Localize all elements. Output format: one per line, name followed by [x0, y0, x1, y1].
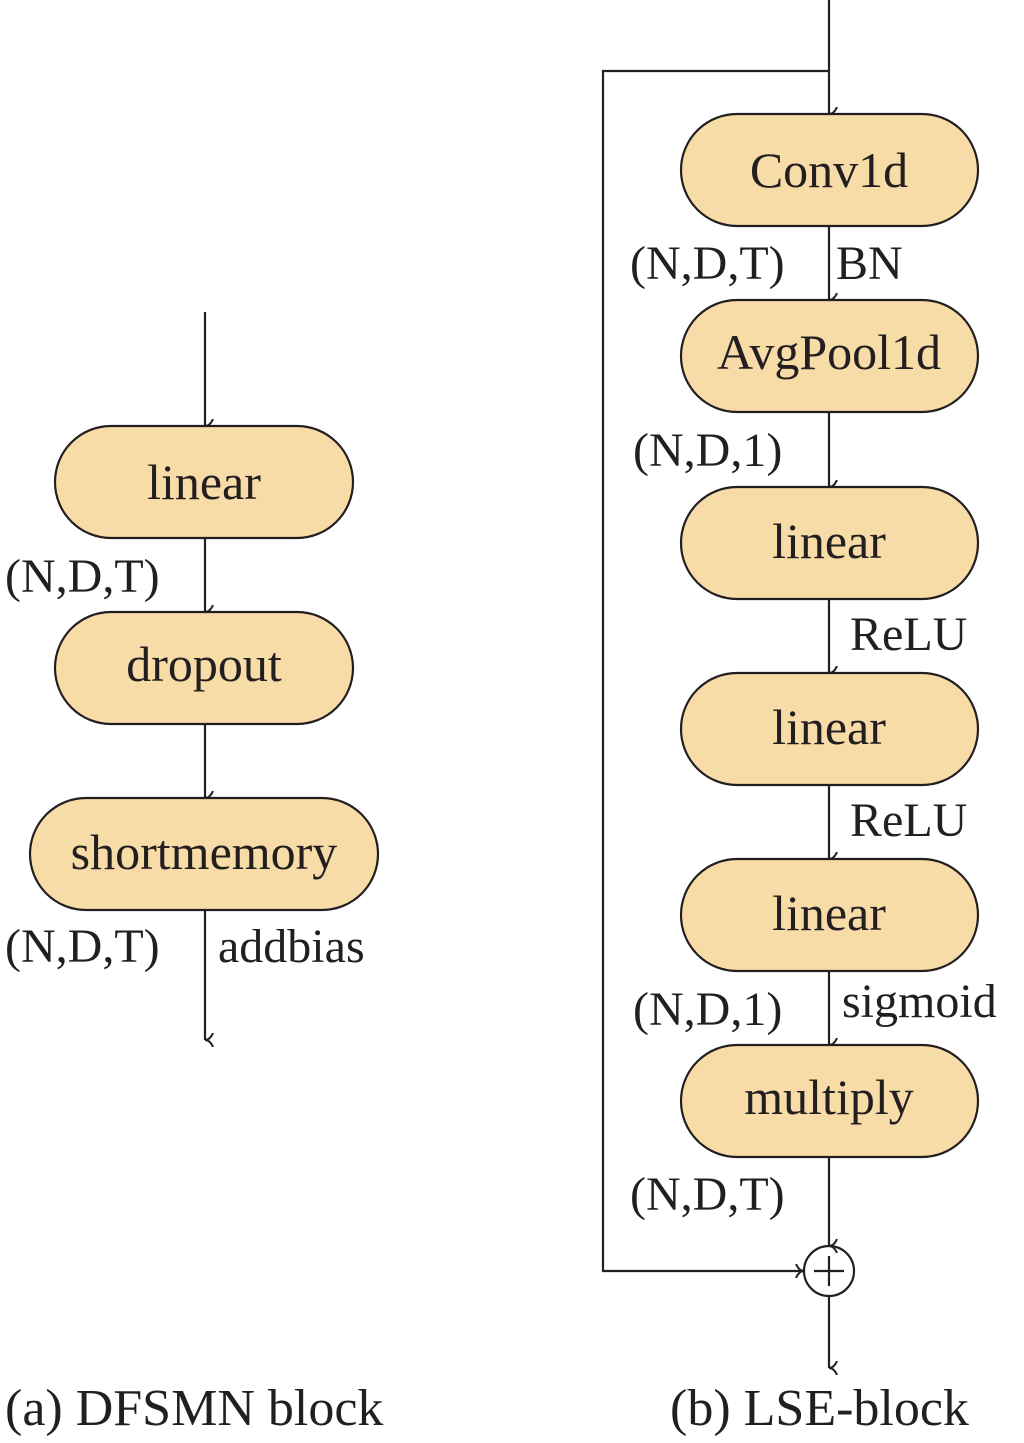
op-label-addbias: addbias	[218, 920, 365, 973]
caption-b: (b) LSE-block	[670, 1380, 969, 1437]
op-label-bn: BN	[836, 237, 903, 290]
shape-label-ndt-b1: (N,D,T)	[630, 237, 785, 290]
op-label-sigmoid: sigmoid	[842, 975, 997, 1028]
shape-label-nd1-b2: (N,D,1)	[633, 983, 782, 1036]
node-shortmemory-label: shortmemory	[71, 824, 338, 880]
node-dropout-label: dropout	[126, 636, 282, 692]
shape-label-ndt-b2: (N,D,T)	[630, 1168, 785, 1221]
node-linear-a-label: linear	[147, 454, 261, 510]
node-multiply-label: multiply	[744, 1069, 913, 1125]
panel-b-lse: Conv1d (N,D,T) BN AvgPool1d (N,D,1) line…	[601, 0, 997, 1437]
op-label-relu-2: ReLU	[850, 794, 967, 847]
shape-label-ndt-a2: (N,D,T)	[5, 920, 160, 973]
skip-connection	[601, 69, 829, 1271]
op-label-relu-1: ReLU	[850, 608, 967, 661]
node-linear-b2-label: linear	[772, 699, 886, 755]
panel-a-dfsmn: linear (N,D,T) dropout shortmemory (N,D,…	[5, 312, 383, 1437]
node-conv1d-label: Conv1d	[750, 142, 908, 198]
sum-node	[802, 1244, 856, 1298]
shape-label-nd1-b1: (N,D,1)	[633, 424, 782, 477]
node-avgpool1d-label: AvgPool1d	[717, 324, 941, 380]
shape-label-ndt-a1: (N,D,T)	[5, 550, 160, 603]
node-linear-b3-label: linear	[772, 885, 886, 941]
node-linear-b1-label: linear	[772, 513, 886, 569]
caption-a: (a) DFSMN block	[5, 1380, 383, 1437]
